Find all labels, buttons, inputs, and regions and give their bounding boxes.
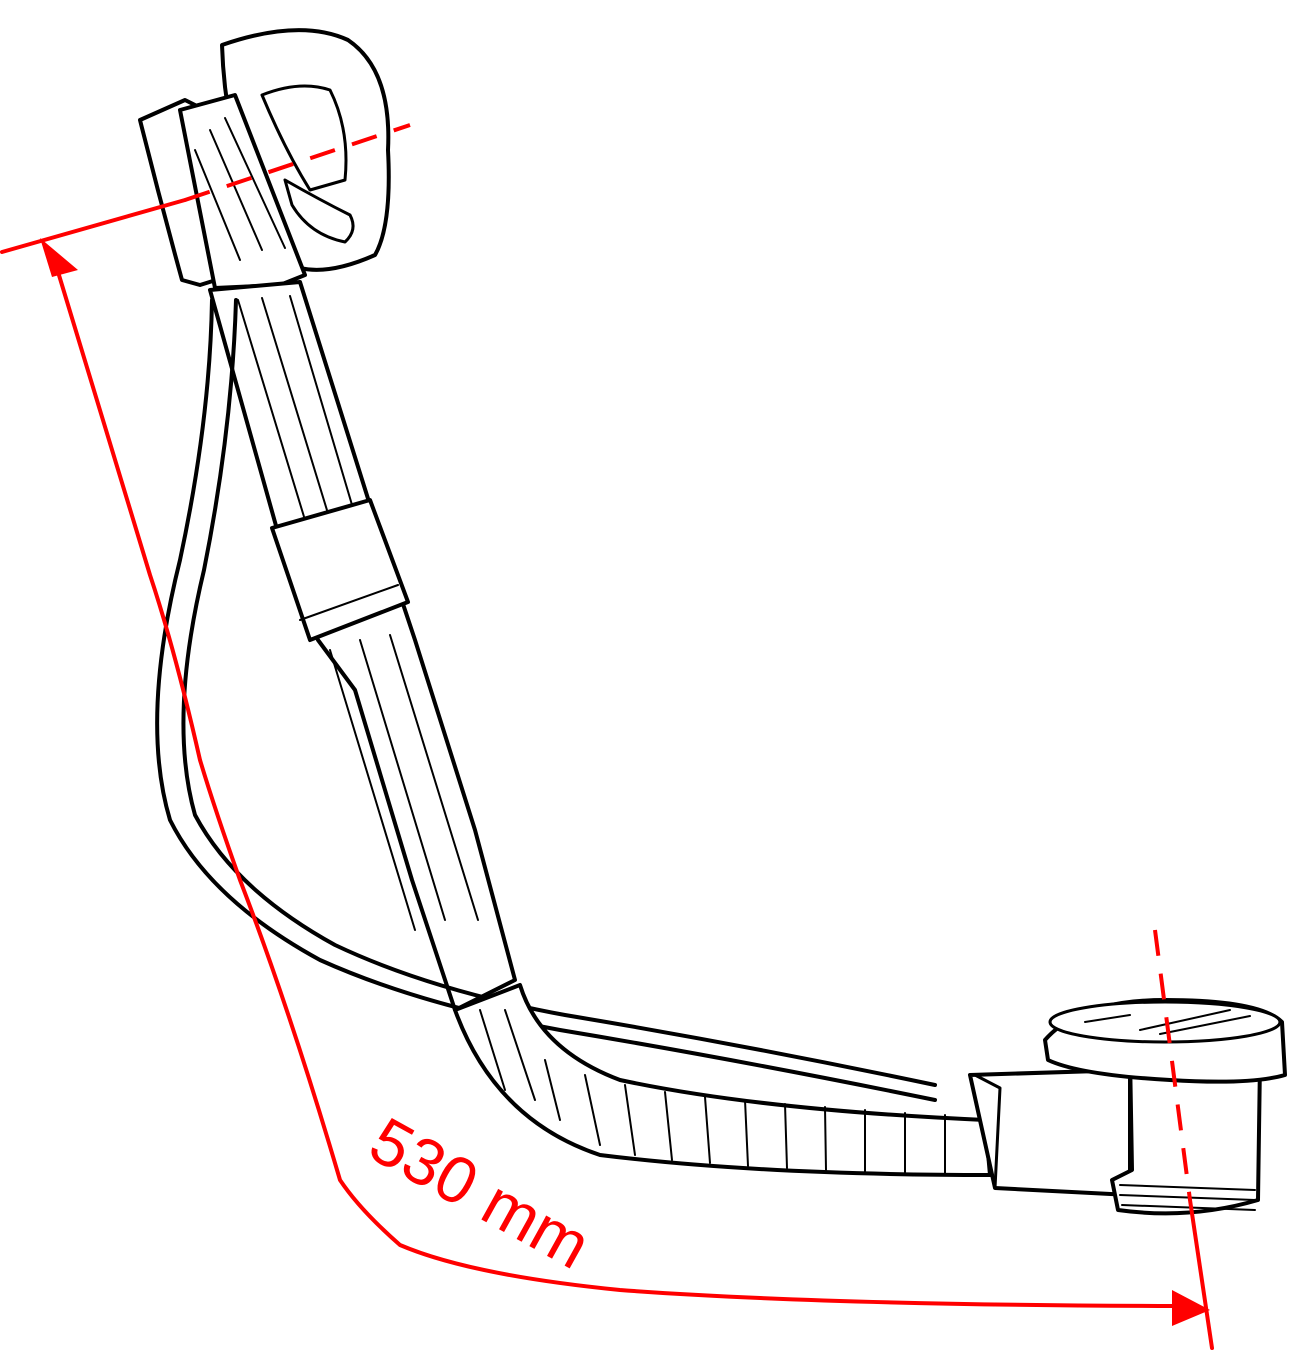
bowden-cable	[155, 298, 937, 1102]
overflow-centerline	[184, 123, 411, 202]
drain-centerline	[1153, 929, 1192, 1201]
dimension-line	[53, 260, 1177, 1308]
overflow-pipe	[208, 280, 517, 1012]
corrugated-elbow	[453, 983, 992, 1177]
overflow-head	[138, 28, 391, 290]
arrowhead-top	[40, 238, 78, 277]
arrowhead-bottom	[1172, 1290, 1210, 1326]
overflow-extension-line	[0, 198, 187, 254]
drain-extension-line	[1188, 1198, 1214, 1350]
drain-body	[968, 998, 1287, 1216]
